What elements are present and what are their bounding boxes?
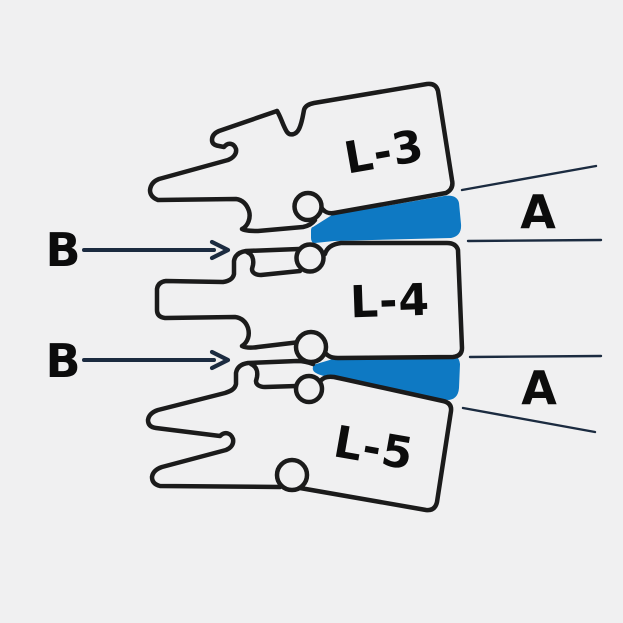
- facet-process-l4-inferior: [293, 329, 329, 365]
- intervertebral-disc-l3-l4: [311, 195, 462, 243]
- vertebra-l4-process-outline: [154, 246, 312, 350]
- vertebra-label-l4: L-4: [349, 275, 431, 329]
- arrow-b1-head: [209, 239, 231, 261]
- facet-process-l3-inferior: [292, 190, 324, 223]
- facet-process-l5-superior: [293, 373, 325, 405]
- vertebra-l5: [145, 358, 454, 513]
- vertebra-l5-body-mask: [302, 377, 452, 510]
- leader-line-a1-upper: [460, 164, 598, 192]
- vertebra-l3-body-outline: [274, 81, 455, 216]
- vertebra-l5-process-outline: [145, 358, 316, 490]
- vertebra-l3: [147, 81, 455, 234]
- leader-line-a2-upper: [468, 354, 603, 359]
- vertebra-l3-process-outline: [147, 108, 318, 234]
- disc-label-a2: A: [521, 361, 557, 415]
- vertebra-l4: [154, 240, 465, 361]
- arrow-b2-head: [209, 349, 231, 371]
- vertebra-l3-body-mask: [307, 83, 454, 214]
- facet-process-l5-inferior: [274, 457, 310, 493]
- joint-label-b2: B: [45, 334, 80, 388]
- vertebra-l5-facet-ledge: [248, 361, 300, 390]
- joint-label-b1: B: [45, 223, 80, 277]
- arrow-b2: [82, 349, 231, 371]
- leader-line-a1-lower: [466, 238, 603, 243]
- vertebra-l5-body-outline: [297, 374, 454, 513]
- vertebra-l4-body-outline: [321, 240, 465, 361]
- disc-label-a1: A: [520, 185, 556, 239]
- vertebra-l4-body-mask: [326, 243, 462, 358]
- intervertebral-disc-l4-l5: [312, 353, 460, 400]
- leader-line-a2-lower: [461, 406, 597, 434]
- arrow-b1: [82, 239, 231, 261]
- facet-process-l4-superior: [294, 242, 326, 274]
- vertebra-l4-facet-ledge: [244, 249, 303, 278]
